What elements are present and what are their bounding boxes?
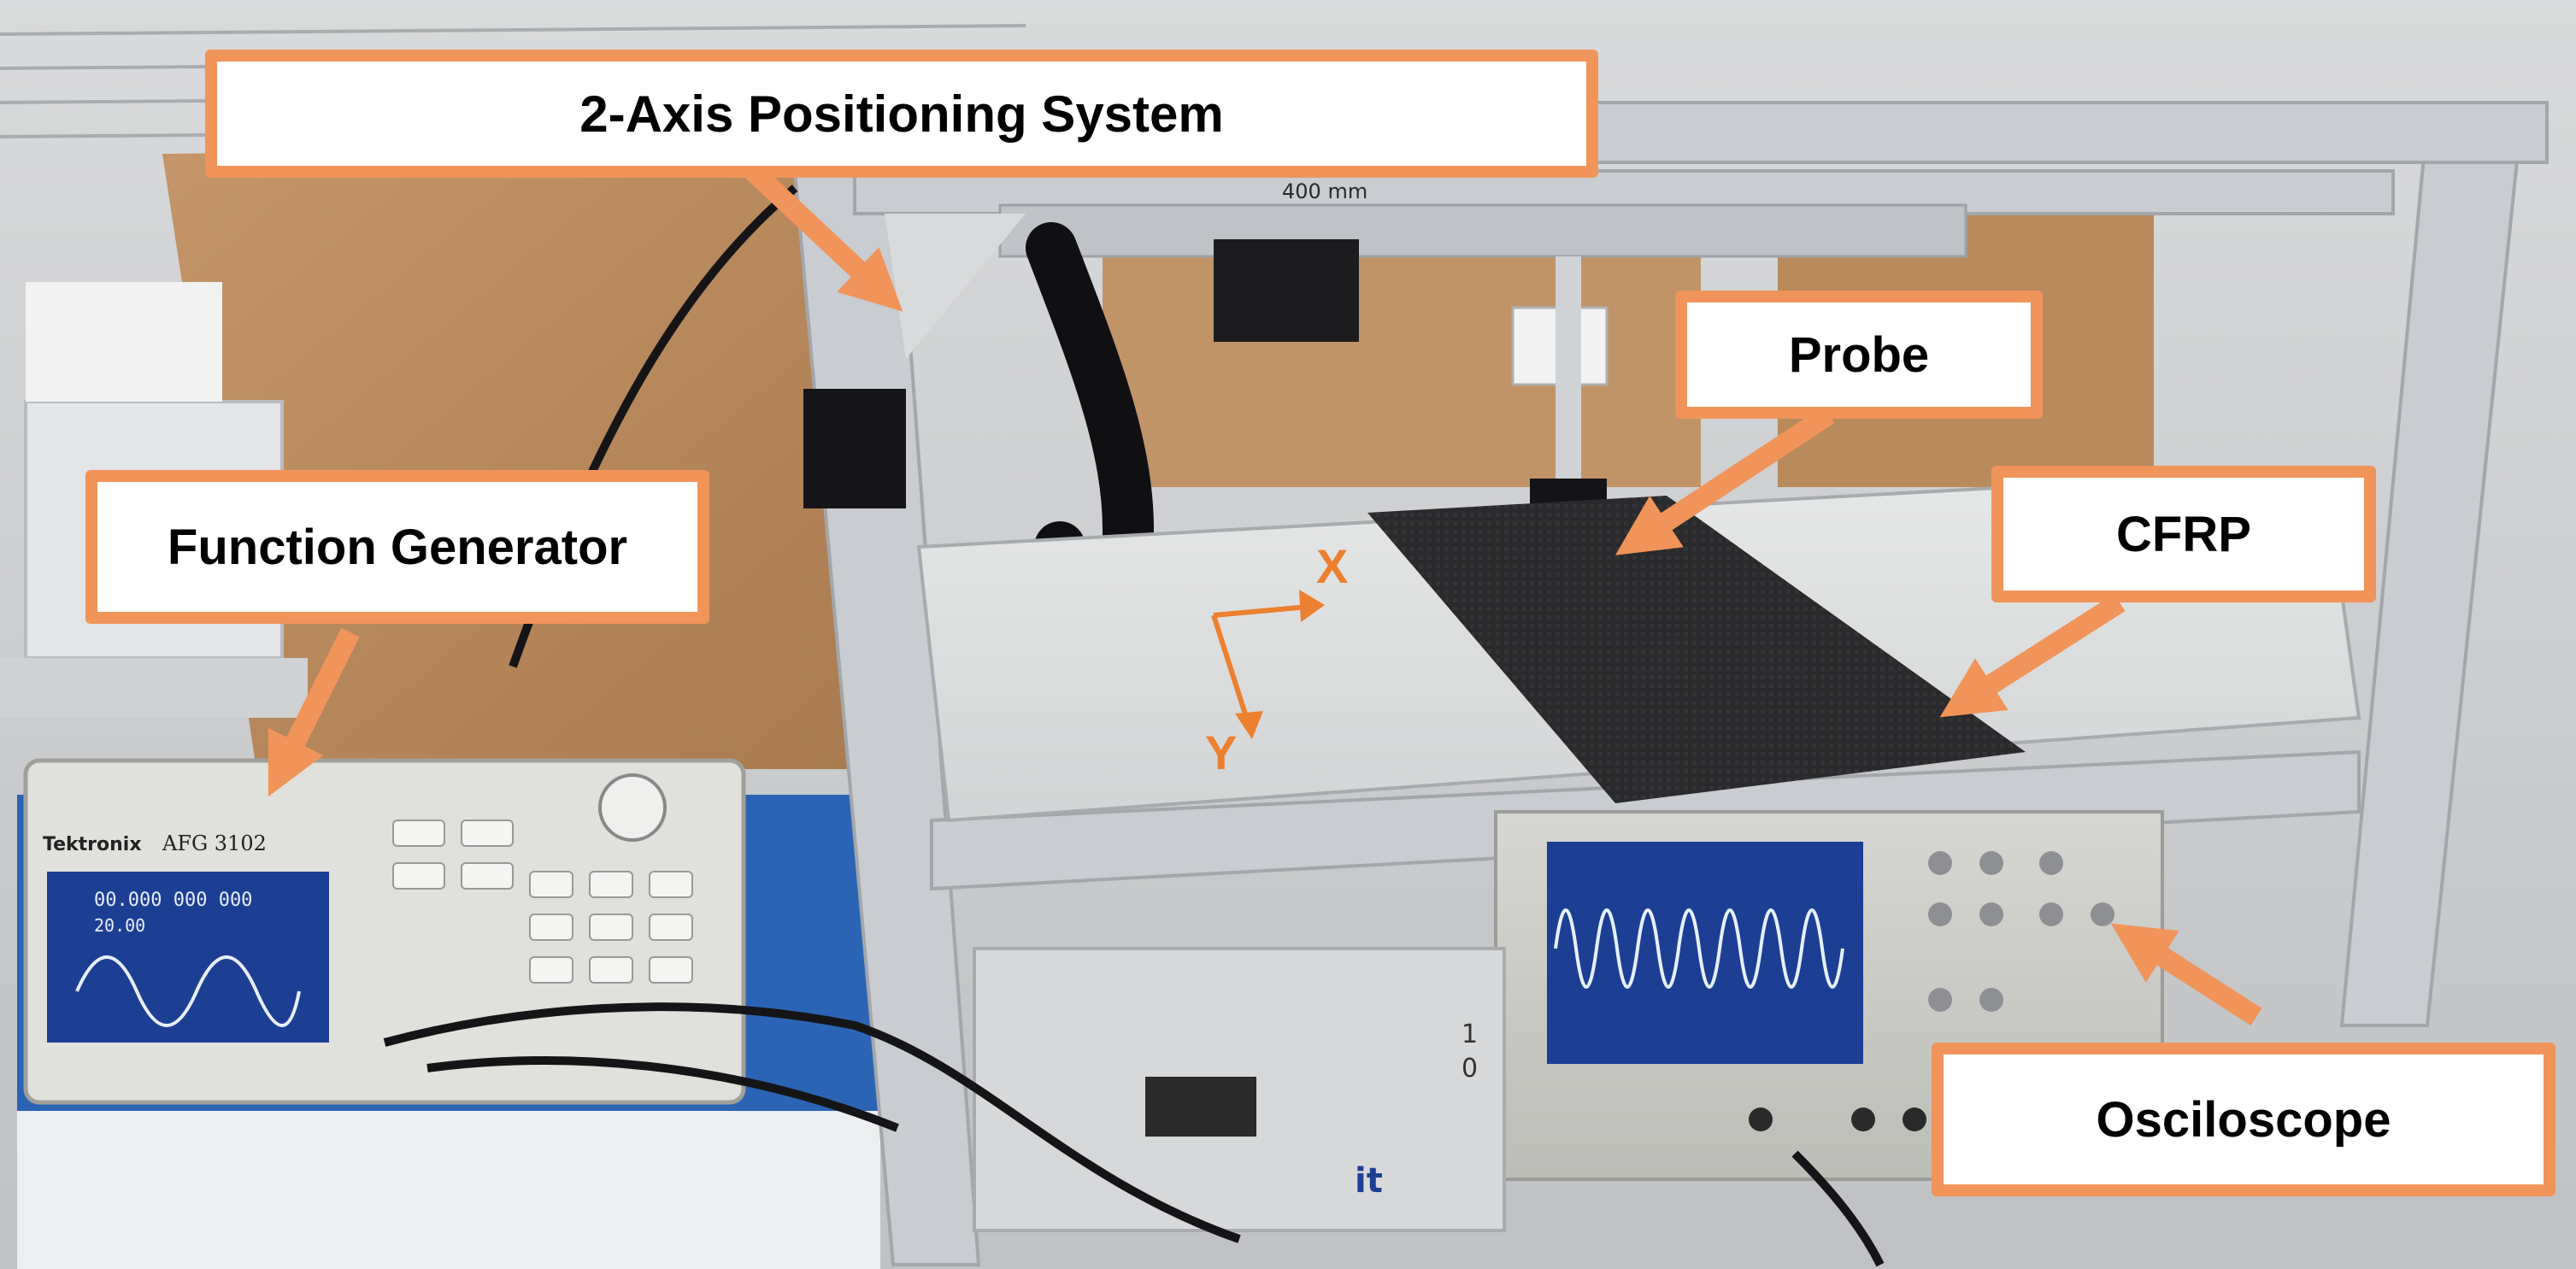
gantry-carriage [1214,239,1359,342]
white-base-device [17,1111,880,1269]
function-generator-screen [47,872,329,1043]
black-strap [803,389,906,508]
sine-wave-icon [1554,908,1844,989]
axis-marker [1211,604,1309,723]
fg-brand: Tektronix [43,834,142,855]
y-arrowhead [1235,711,1263,739]
callout-probe: Probe [1675,291,2043,419]
callout-cfrp: CFRP [1991,466,2376,602]
sine-wave-icon-fg [75,955,301,1027]
cardboard-box-back [1103,231,1701,487]
fg-frequency: 00.000 000 000 [94,890,252,911]
left-shelf-box [26,282,222,402]
tag-0: 0 [1461,1054,1478,1084]
callout-function-generator: Function Generator [85,470,709,624]
fg-amplitude: 20.00 [94,915,145,936]
oscilloscope-knobs [1928,851,2114,1012]
callout-positioning-system: 2-Axis Positioning System [205,50,1598,178]
arrow-icon [268,155,2262,1026]
cfrp-sheet [1367,496,2026,803]
fg-keypad [392,820,693,984]
callout-oscilloscope: Osciloscope [1932,1043,2555,1196]
frame-note: 400 mm [1282,179,1367,203]
y-axis-label: Y [1205,726,1238,779]
gantry-rail [998,203,1967,258]
knob-icon [598,773,667,842]
gray-instrument-window [1145,1077,1256,1137]
oscilloscope-screen [1547,842,1863,1064]
left-bench-top [0,658,308,718]
probe-rod [1556,256,1581,487]
frame-corner-bracket [885,214,1026,359]
fg-model: AFG 3102 [162,831,267,855]
institute-mark: it [1355,1161,1383,1201]
x-arrowhead [1299,590,1325,622]
oscilloscope-bnc-ports [1749,1107,1926,1131]
tag-1: 1 [1461,1019,1478,1049]
x-axis-label: X [1316,539,1349,593]
